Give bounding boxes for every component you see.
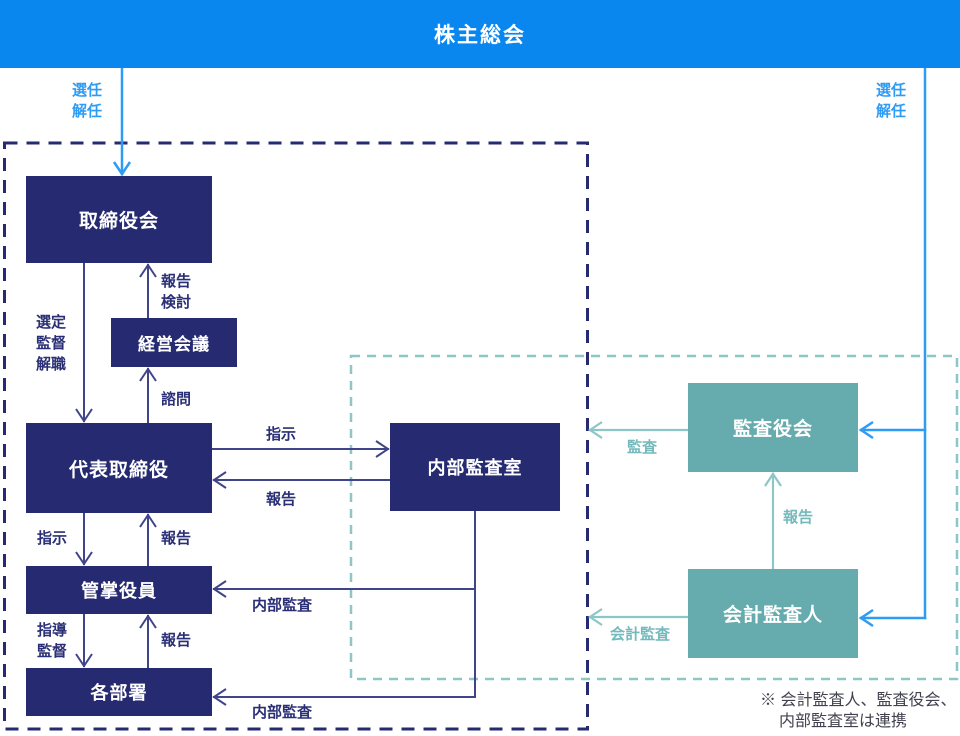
footnote-line2: 内部監査室は連携 — [779, 713, 908, 730]
node-supervising-officers: 管掌役員 — [26, 566, 212, 614]
label-instruct-horizontal: 指示 — [266, 426, 297, 443]
node-board-of-directors: 取締役会 — [26, 176, 212, 263]
departments-to-supervising-arrowhead — [139, 614, 157, 629]
node-board-of-auditors: 監査役会 — [688, 383, 858, 472]
accounting-audit-arrow-arrowhead — [588, 608, 603, 626]
representative-to-management-arrowhead — [139, 367, 157, 382]
internal-audit-departments-arrowhead — [212, 688, 227, 706]
supervising-to-departments-arrowhead — [75, 653, 93, 668]
management-to-board-arrowhead — [139, 263, 157, 278]
shareholders-meeting-banner: 株主総会 — [0, 0, 960, 68]
frame-internal-governance — [3, 141, 589, 731]
label-report-horizontal: 報告 — [266, 491, 297, 508]
label-appoint-dismiss-right: 選任 解任 — [876, 82, 907, 120]
footnote-line1: ※ 会計監査人、監査役会、 — [760, 692, 957, 709]
supervising-to-representative-arrowhead — [139, 513, 157, 528]
label-internal-audit-upper: 内部監査 — [252, 597, 313, 614]
appoint-accounting-auditor-arrowhead — [858, 608, 874, 628]
node-management-meeting: 経営会議 — [111, 318, 237, 367]
label-audit: 監査 — [627, 439, 658, 456]
representative-to-supervising-arrowhead — [75, 551, 93, 566]
label-guide-supervise: 指導 監督 — [37, 622, 68, 660]
label-internal-audit-lower: 内部監査 — [252, 704, 313, 721]
shareholders-meeting-title: 株主総会 — [434, 24, 526, 47]
label-accounting-audit: 会計監査 — [610, 626, 671, 643]
report-to-representative-arrowhead — [212, 471, 227, 489]
instruct-to-audit-office-arrowhead — [375, 440, 390, 458]
label-instruct-left: 指示 — [37, 530, 68, 547]
audit-arrow-arrowhead — [588, 421, 603, 439]
node-accounting-auditor: 会計監査人 — [688, 569, 858, 658]
appoint-board-of-auditors-arrowhead — [858, 420, 874, 440]
frame-audit-collaboration — [349, 354, 959, 681]
internal-audit-supervising-arrowhead — [212, 580, 227, 598]
label-advisory: 諮問 — [161, 391, 192, 408]
label-report-review: 報告 検討 — [161, 273, 192, 311]
label-report-mid: 報告 — [161, 530, 192, 547]
label-report-low: 報告 — [161, 632, 192, 649]
label-appoint-dismiss-left: 選任 解任 — [72, 82, 103, 120]
board-to-representative-arrowhead — [75, 408, 93, 423]
shareholders-to-board-arrowhead — [112, 161, 132, 177]
label-report-teal: 報告 — [783, 509, 814, 526]
node-internal-audit-office: 内部監査室 — [390, 423, 560, 511]
node-representative-director: 代表取締役 — [26, 423, 212, 513]
label-select-supervise-dismiss: 選定 監督 解職 — [36, 314, 67, 373]
node-departments: 各部署 — [26, 668, 212, 716]
auditor-report-up-arrowhead — [764, 472, 782, 487]
